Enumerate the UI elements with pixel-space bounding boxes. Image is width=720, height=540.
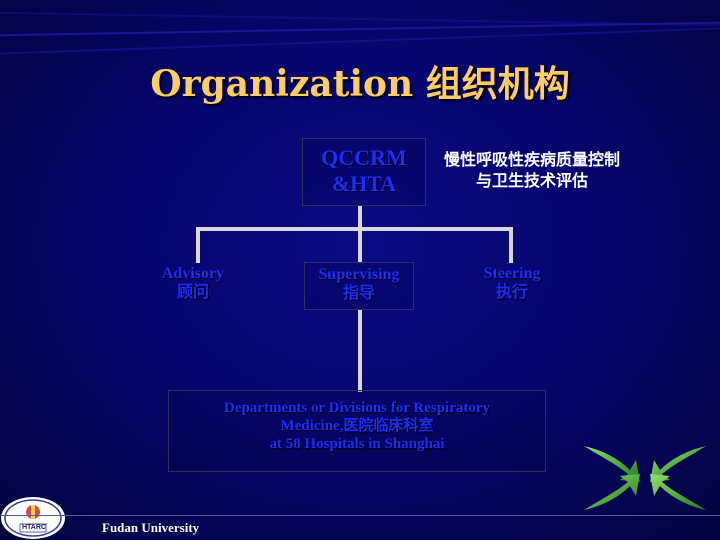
htarc-logo (1, 497, 65, 539)
footer-text: Fudan University (102, 520, 200, 535)
note-line: 与卫生技术评估 (475, 170, 588, 190)
connector-right-drop (509, 227, 513, 263)
connector-center-drop (358, 227, 362, 263)
node-line: 指导 (342, 285, 375, 303)
connector-horizontal (196, 227, 513, 231)
background-streak (0, 11, 720, 27)
node-line: at 58 Hospitals in Shanghai (269, 436, 445, 452)
footer-divider (0, 515, 720, 516)
node-line: Steering (483, 265, 541, 282)
node-line: QCCRM (321, 145, 407, 170)
node-line: 顾问 (176, 284, 209, 302)
node-line: Departments or Divisions for Respiratory (223, 400, 491, 416)
qccrm-description: 慢性呼吸性疾病质量控制 与卫生技术评估 (432, 150, 632, 192)
node-line: 执行 (495, 284, 528, 302)
steering-node: Steering 执行 (468, 264, 556, 308)
node-line: Advisory (161, 265, 225, 282)
connector-top-vertical (358, 205, 362, 229)
node-line: Medicine,医院临床科室 (280, 418, 434, 434)
qccrm-hta-node: QCCRM &HTA (302, 138, 426, 206)
note-line: 慢性呼吸性疾病质量控制 (443, 150, 620, 169)
node-line: &HTA (331, 171, 397, 197)
slide-title: Organization 组织机构 (150, 63, 570, 105)
connector-left-drop (196, 227, 200, 263)
green-arrows-icon (584, 446, 706, 510)
node-line: Supervising (318, 266, 400, 283)
supervising-node: Supervising 指导 (304, 262, 414, 310)
connector-lower-vertical (358, 310, 362, 392)
logo-label: HTARC (22, 524, 46, 531)
advisory-node: Advisory 顾问 (148, 264, 238, 308)
departments-node: Departments or Divisions for Respiratory… (168, 390, 546, 472)
